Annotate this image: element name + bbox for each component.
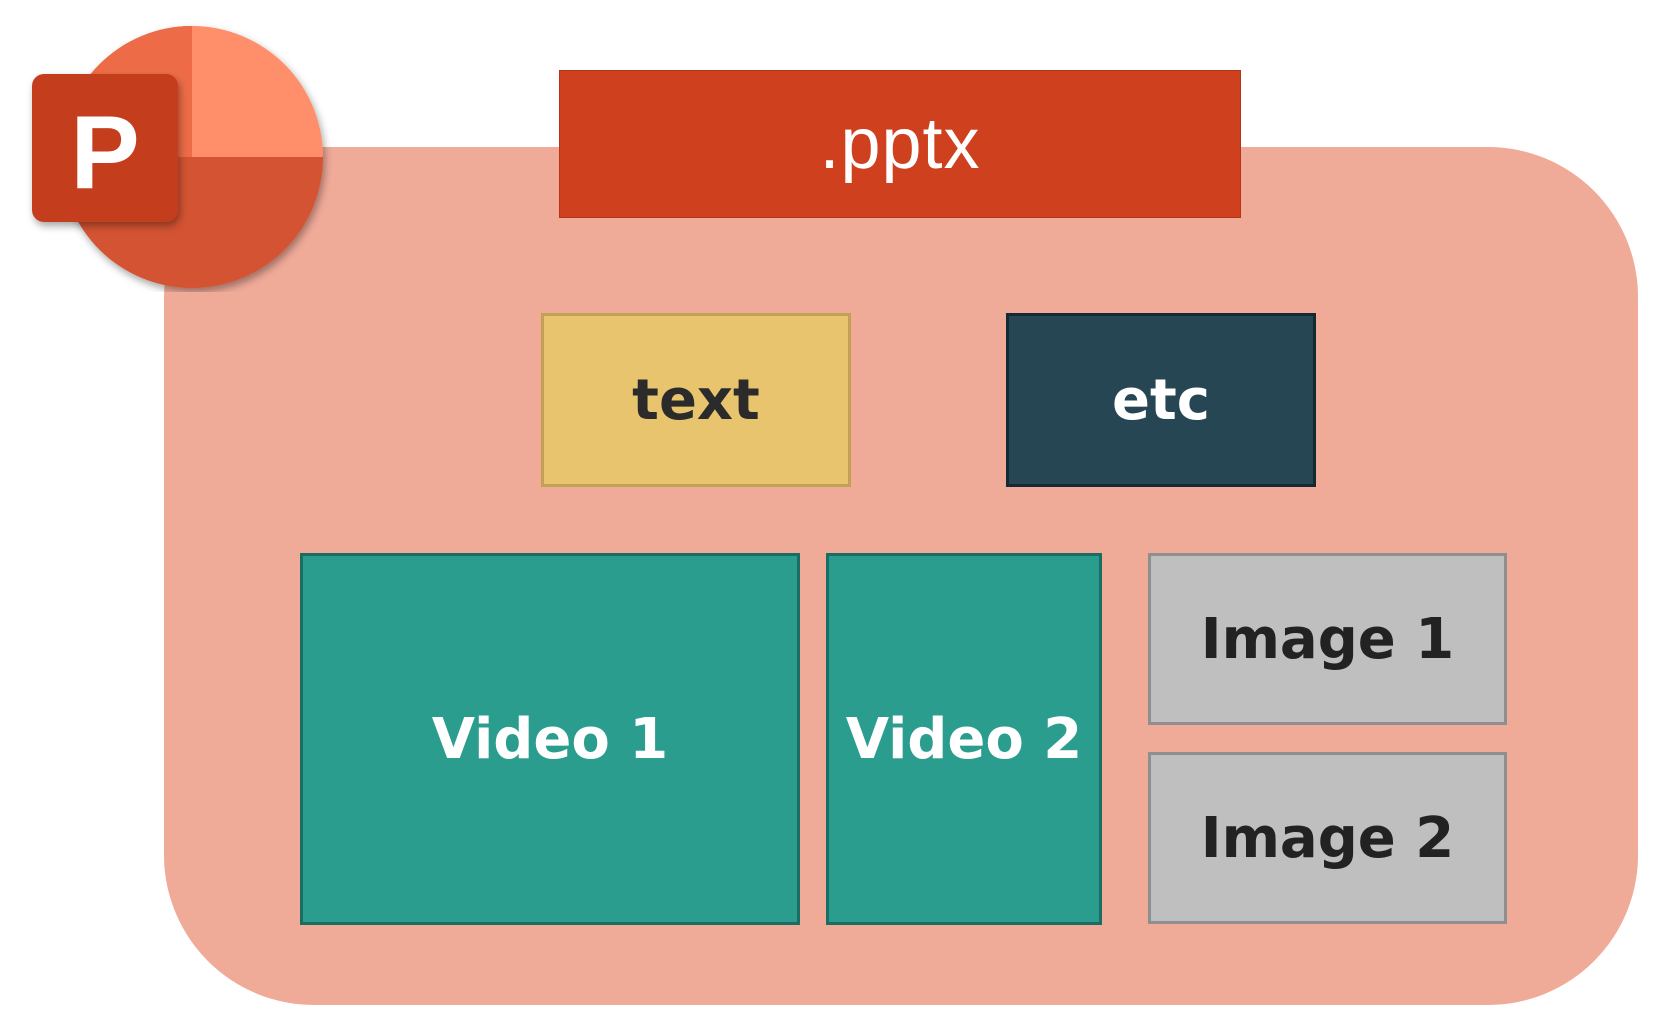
pptx-title-bar: .pptx bbox=[559, 70, 1241, 218]
text-component-label: text bbox=[632, 367, 760, 433]
video-1-label: Video 1 bbox=[431, 706, 669, 772]
video-2-label: Video 2 bbox=[845, 706, 1083, 772]
image-2-component: Image 2 bbox=[1148, 752, 1507, 924]
video-1-component: Video 1 bbox=[300, 553, 800, 925]
text-component: text bbox=[541, 313, 851, 487]
pie-light-segment bbox=[192, 26, 323, 157]
image-1-label: Image 1 bbox=[1200, 606, 1455, 672]
image-1-component: Image 1 bbox=[1148, 553, 1507, 725]
logo-letter: P bbox=[70, 95, 139, 211]
etc-component-label: etc bbox=[1112, 367, 1210, 433]
image-2-label: Image 2 bbox=[1200, 805, 1455, 871]
video-2-component: Video 2 bbox=[826, 553, 1102, 925]
powerpoint-logo-icon: P bbox=[32, 26, 323, 288]
pptx-title-label: .pptx bbox=[819, 104, 981, 184]
etc-component: etc bbox=[1006, 313, 1316, 487]
logo-tile bbox=[32, 74, 178, 222]
